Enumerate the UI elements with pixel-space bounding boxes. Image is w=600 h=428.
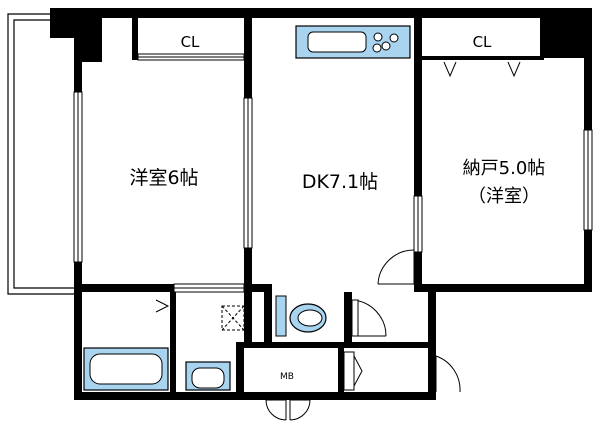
windows <box>73 91 593 263</box>
closet-left-label: CL <box>181 33 200 51</box>
western-room-label: 洋室6帖 <box>129 167 198 189</box>
closet-door-marks <box>443 61 521 78</box>
front-door <box>265 399 311 421</box>
entrance-doors <box>343 351 461 393</box>
toilet-door <box>351 299 387 337</box>
washroom-door <box>155 299 170 313</box>
closet-right-label: CL <box>473 33 492 51</box>
storage-room-label: 納戸5.0帖 <box>463 158 546 179</box>
washbasin <box>185 361 231 391</box>
bathtub <box>83 347 169 391</box>
dk-label: DK7.1帖 <box>302 171 378 193</box>
sliding-doors <box>137 53 423 293</box>
meter-box-label: MB <box>280 372 294 382</box>
balcony <box>7 13 74 295</box>
kitchen-counter <box>295 25 411 59</box>
dk-door <box>377 249 415 285</box>
washer-pan <box>221 305 245 331</box>
storage-room-sub-label: （洋室） <box>468 186 540 207</box>
toilet <box>275 295 327 337</box>
